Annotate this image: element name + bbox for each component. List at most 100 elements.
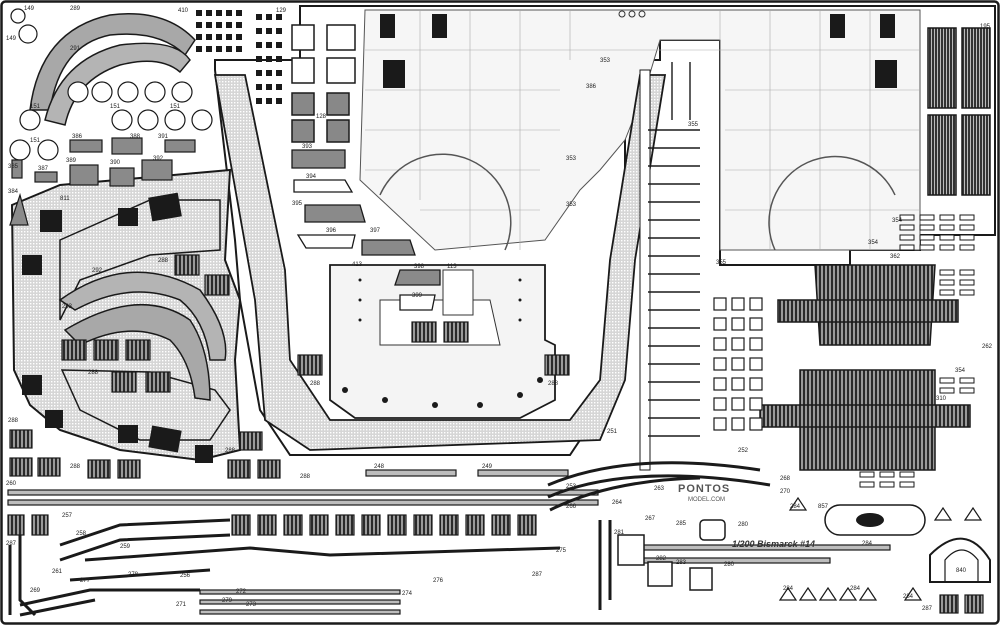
round-vents-151 bbox=[9, 8, 213, 161]
svg-text:353: 353 bbox=[600, 58, 611, 64]
svg-text:353: 353 bbox=[566, 202, 577, 208]
svg-text:389: 389 bbox=[66, 158, 77, 164]
svg-text:391: 391 bbox=[158, 134, 169, 140]
svg-text:253: 253 bbox=[566, 484, 577, 490]
part-labels: 149 149 289 291 410 129 151 151 151 151 … bbox=[6, 6, 993, 612]
svg-text:195: 195 bbox=[980, 24, 991, 30]
svg-text:410: 410 bbox=[178, 8, 189, 14]
parts-281-283 bbox=[617, 519, 726, 591]
parts-393-397 bbox=[291, 149, 441, 311]
parts-128-dark bbox=[291, 92, 350, 143]
svg-text:149: 149 bbox=[24, 6, 35, 12]
product-title: 1/200 Bismarck #14 bbox=[732, 539, 815, 549]
svg-text:284: 284 bbox=[783, 586, 794, 592]
svg-text:811: 811 bbox=[60, 196, 70, 202]
svg-text:396: 396 bbox=[326, 228, 337, 234]
svg-text:288: 288 bbox=[70, 464, 81, 470]
svg-text:388: 388 bbox=[130, 134, 141, 140]
svg-text:151: 151 bbox=[30, 104, 41, 110]
grating-structures bbox=[759, 264, 971, 471]
svg-text:395: 395 bbox=[292, 201, 303, 207]
svg-text:399: 399 bbox=[412, 293, 423, 299]
vents-288 bbox=[9, 254, 570, 479]
svg-text:258: 258 bbox=[76, 531, 87, 537]
svg-text:280: 280 bbox=[724, 562, 735, 568]
svg-text:249: 249 bbox=[482, 464, 493, 470]
svg-text:288: 288 bbox=[88, 370, 99, 376]
grates-195 bbox=[927, 27, 991, 196]
svg-text:273: 273 bbox=[246, 602, 257, 608]
row-of-tiles-bottom bbox=[7, 514, 984, 614]
brand-block: PONTOS MODEL.COM 1/200 Bismarck #14 bbox=[678, 483, 815, 549]
rungs bbox=[648, 62, 700, 437]
svg-text:280: 280 bbox=[738, 522, 749, 528]
svg-text:288: 288 bbox=[8, 418, 19, 424]
svg-text:151: 151 bbox=[110, 104, 121, 110]
svg-text:393: 393 bbox=[302, 144, 313, 150]
svg-text:275: 275 bbox=[556, 548, 567, 554]
svg-text:355: 355 bbox=[688, 122, 699, 128]
svg-text:840: 840 bbox=[956, 568, 967, 574]
svg-text:292: 292 bbox=[92, 268, 103, 274]
svg-text:413: 413 bbox=[352, 262, 363, 268]
svg-text:151: 151 bbox=[170, 104, 181, 110]
svg-text:284: 284 bbox=[850, 586, 861, 592]
tabs-284 bbox=[778, 496, 983, 601]
svg-text:390: 390 bbox=[110, 160, 121, 166]
svg-text:277: 277 bbox=[80, 578, 91, 584]
svg-text:354: 354 bbox=[868, 240, 879, 246]
svg-text:251: 251 bbox=[607, 429, 618, 435]
part-291-arc bbox=[29, 13, 196, 111]
svg-text:284: 284 bbox=[790, 504, 801, 510]
svg-text:129: 129 bbox=[276, 8, 287, 14]
svg-text:394: 394 bbox=[306, 174, 317, 180]
part-292-arc bbox=[58, 271, 227, 361]
svg-text:272: 272 bbox=[236, 589, 247, 595]
brand-website: MODEL.COM bbox=[688, 497, 725, 503]
svg-text:362: 362 bbox=[890, 254, 901, 260]
svg-text:276: 276 bbox=[433, 578, 444, 584]
svg-text:284: 284 bbox=[862, 541, 873, 547]
svg-text:397: 397 bbox=[370, 228, 381, 234]
svg-text:260: 260 bbox=[6, 481, 17, 487]
svg-text:384: 384 bbox=[8, 189, 19, 195]
parts-128-129 bbox=[291, 24, 356, 84]
svg-text:128: 128 bbox=[316, 114, 327, 120]
svg-text:283: 283 bbox=[676, 560, 687, 566]
svg-text:387: 387 bbox=[38, 166, 49, 172]
svg-text:287: 287 bbox=[6, 541, 17, 547]
long-rails bbox=[7, 469, 891, 615]
svg-text:288: 288 bbox=[548, 381, 559, 387]
svg-text:285: 285 bbox=[676, 521, 687, 527]
svg-text:353: 353 bbox=[566, 156, 577, 162]
svg-text:248: 248 bbox=[374, 464, 385, 470]
svg-text:291: 291 bbox=[70, 46, 81, 52]
svg-text:263: 263 bbox=[654, 486, 665, 492]
svg-text:271: 271 bbox=[176, 602, 187, 608]
svg-text:354: 354 bbox=[892, 218, 903, 224]
svg-text:268: 268 bbox=[780, 476, 791, 482]
svg-text:266: 266 bbox=[566, 504, 577, 510]
svg-text:256: 256 bbox=[180, 573, 191, 579]
svg-text:398: 398 bbox=[414, 264, 425, 270]
svg-text:385: 385 bbox=[8, 164, 19, 170]
svg-text:293: 293 bbox=[62, 304, 73, 310]
parts-354 bbox=[859, 214, 975, 488]
svg-text:857: 857 bbox=[818, 504, 829, 510]
svg-text:279: 279 bbox=[222, 598, 233, 604]
svg-text:257: 257 bbox=[62, 513, 73, 519]
small-squares-410 bbox=[196, 10, 282, 104]
svg-text:261: 261 bbox=[52, 569, 63, 575]
svg-text:287: 287 bbox=[532, 572, 543, 578]
svg-text:270: 270 bbox=[780, 489, 791, 495]
svg-text:386: 386 bbox=[72, 134, 83, 140]
svg-text:284: 284 bbox=[903, 594, 914, 600]
part-293-arc bbox=[63, 303, 211, 401]
diagonal-rails bbox=[8, 461, 771, 617]
svg-text:287: 287 bbox=[922, 606, 933, 612]
svg-text:259: 259 bbox=[120, 544, 131, 550]
brand-name: PONTOS bbox=[678, 483, 730, 495]
svg-text:252: 252 bbox=[738, 448, 749, 454]
svg-text:288: 288 bbox=[300, 474, 311, 480]
